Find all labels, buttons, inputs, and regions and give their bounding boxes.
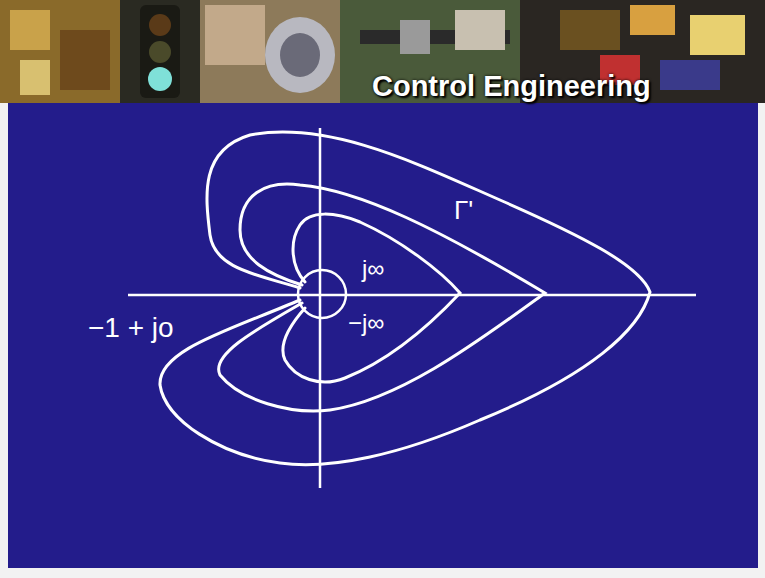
- curve-label: Γ': [452, 196, 475, 225]
- critical-point-label: −1 + jo: [86, 313, 176, 344]
- axis-label: −j∞: [346, 310, 386, 336]
- slide-title: Control Engineering: [372, 72, 651, 101]
- axis-label: j∞: [360, 256, 386, 282]
